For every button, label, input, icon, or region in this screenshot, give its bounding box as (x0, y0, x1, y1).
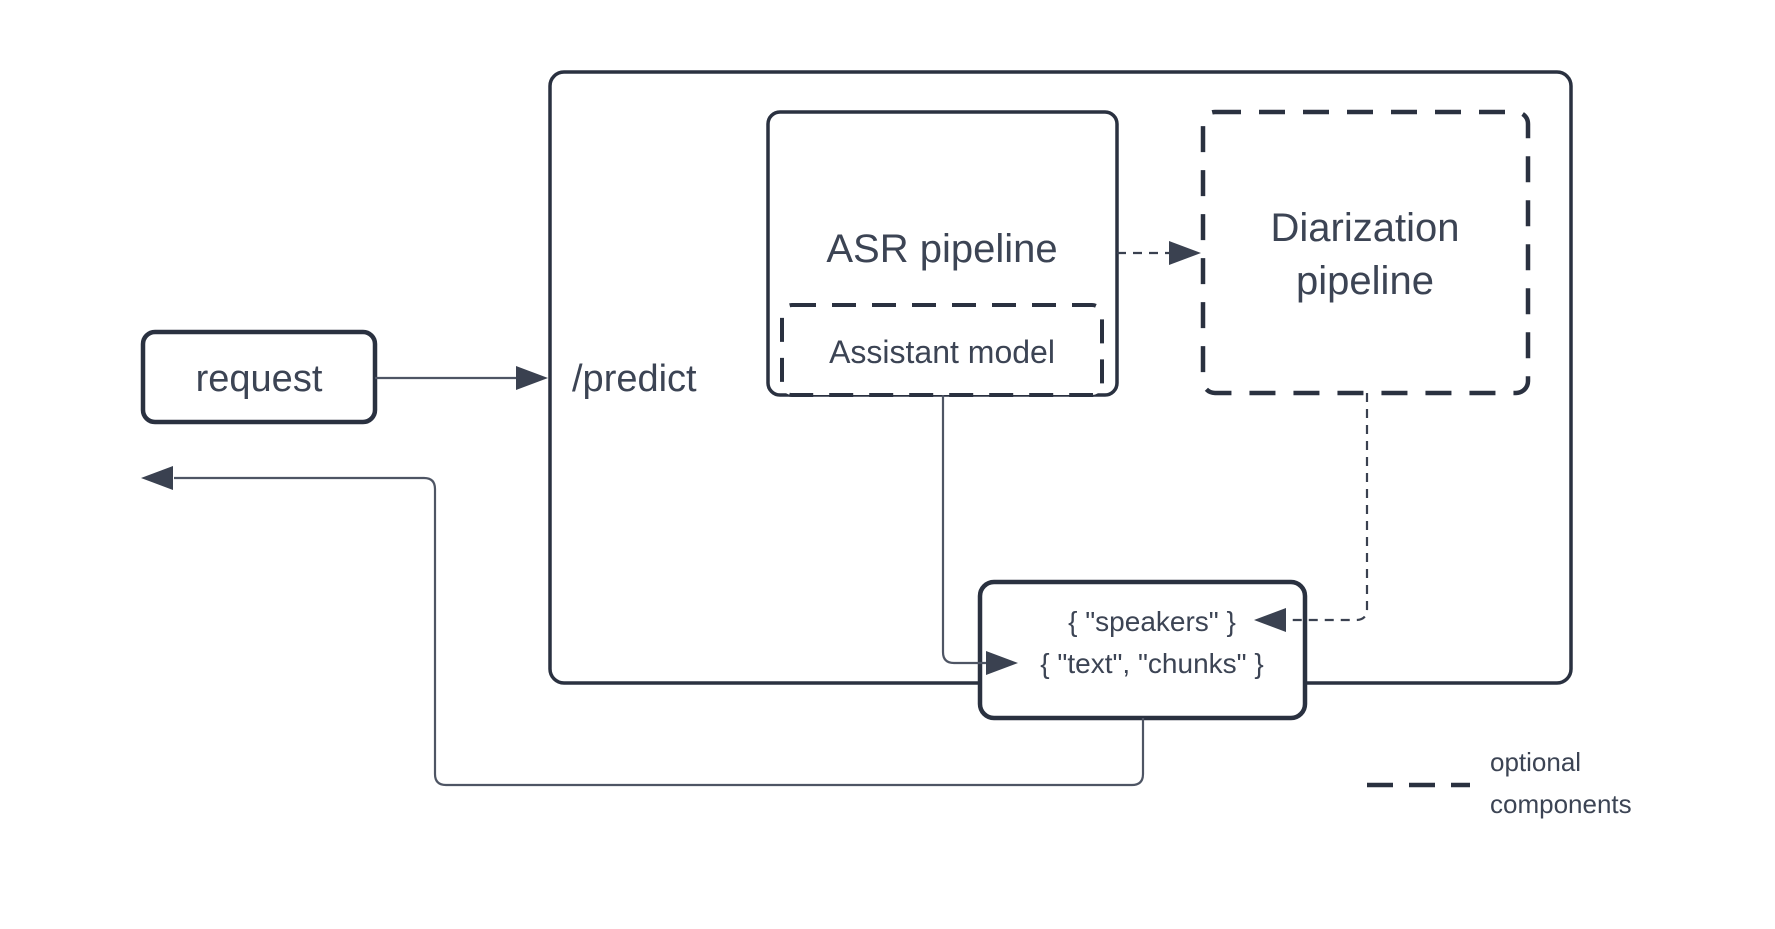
asr-pipeline-label: ASR pipeline (826, 227, 1057, 271)
request-node-label: request (196, 358, 323, 400)
result-to-response-arrow (141, 466, 1145, 787)
request-to-predict-arrow (375, 366, 548, 390)
diarization-to-result-arrow (1254, 393, 1369, 632)
asr-to-diarization-arrow (1117, 241, 1201, 265)
diarization-pipeline-label-line1: Diarization (1271, 206, 1460, 250)
assistant-model-node (780, 303, 1104, 397)
legend-label-line1: optional (1490, 747, 1581, 777)
legend: optional components (1367, 747, 1632, 819)
assistant-to-result-arrow (941, 395, 1018, 675)
diarization-pipeline-node (1200, 109, 1531, 396)
result-text-chunks-label: { "text", "chunks" } (1040, 648, 1263, 679)
result-speakers-label: { "speakers" } (1068, 606, 1236, 637)
legend-label-line2: components (1490, 789, 1632, 819)
assistant-model-label: Assistant model (829, 334, 1055, 370)
diarization-pipeline-label-line2: pipeline (1296, 259, 1434, 303)
predict-endpoint-label: /predict (572, 358, 697, 400)
